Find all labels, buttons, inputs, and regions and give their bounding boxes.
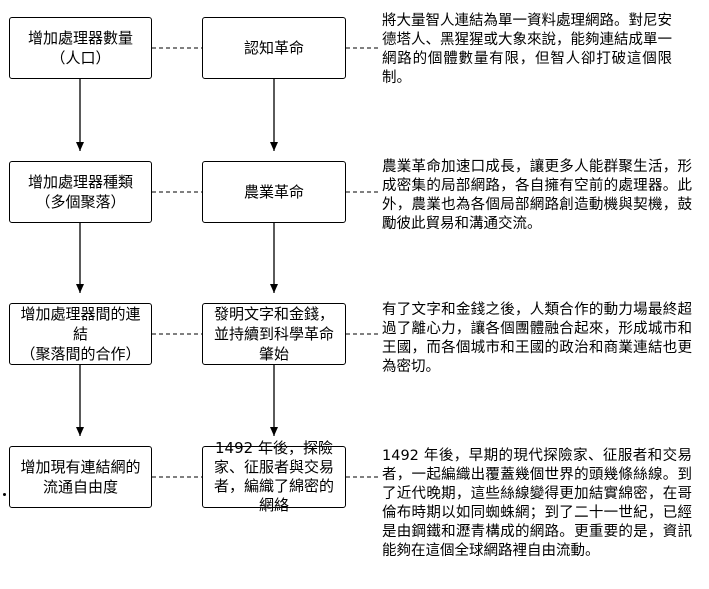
- node-network-freedom: 增加現有連結網的流通自由度: [9, 446, 152, 508]
- node-processor-types: 增加處理器種類 （多個聚落）: [9, 161, 152, 223]
- node-label: 增加現有連結網的流通自由度: [20, 458, 141, 496]
- node-label: 增加處理器間的連結 （聚落間的合作）: [20, 305, 141, 363]
- node-label: 1492 年後，探險家、征服者與交易者，編織了綿密的網絡: [213, 439, 334, 514]
- node-label: 增加處理器種類 （多個聚落）: [27, 173, 133, 211]
- node-label: 增加處理器數量 （人口）: [27, 29, 133, 67]
- node-writing-and-money: 發明文字和金錢，並持續到科學革命肇始: [202, 303, 346, 365]
- description-exploration: 1492 年後，早期的現代探險家、征服者和交易者，一起編織出覆蓋幾個世界的頭幾條…: [382, 448, 692, 559]
- node-label: 發明文字和金錢，並持續到科學革命肇始: [213, 305, 334, 363]
- node-agricultural-revolution: 農業革命: [202, 161, 346, 223]
- node-processor-count: 增加處理器數量 （人口）: [9, 17, 152, 79]
- node-label: 農業革命: [243, 183, 304, 201]
- connector-stub: [3, 493, 6, 496]
- node-label: 認知革命: [243, 39, 304, 57]
- description-agricultural: 農業革命加速口成長，讓更多人能群聚生活，形成密集的局部網路，各自擁有空前的處理器…: [382, 159, 692, 232]
- description-writing-money: 有了文字和金錢之後，人類合作的動力場最終超過了離心力，讓各個團體融合起來，形成城…: [382, 302, 692, 375]
- node-processor-links: 增加處理器間的連結 （聚落間的合作）: [9, 303, 152, 365]
- node-age-of-exploration: 1492 年後，探險家、征服者與交易者，編織了綿密的網絡: [202, 439, 346, 514]
- description-cognitive: 將大量智人連結為單一資料處理網路。對尼安德塔人、黑猩猩或大象來說，能夠連結成單一…: [382, 13, 672, 86]
- node-cognitive-revolution: 認知革命: [202, 17, 346, 79]
